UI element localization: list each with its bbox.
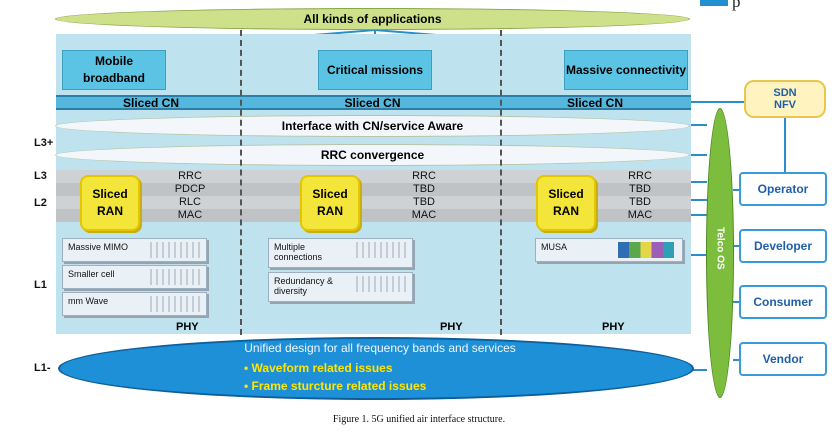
card-redundancy-diversity: Redundancy & diversity	[268, 272, 413, 302]
bottom-item-frame: • Frame sturcture related issues	[244, 379, 427, 393]
stripe-rrc	[56, 170, 691, 183]
card-decoration	[150, 242, 202, 258]
layer-label-l1minus: L1-	[34, 362, 51, 374]
protocol-tbd: TBD	[413, 196, 435, 208]
telco-os-ellipse	[706, 108, 734, 398]
side-box-developer: Developer	[739, 229, 827, 263]
sliced-cn-1: Sliced CN	[56, 95, 246, 110]
side-box-consumer: Consumer	[739, 285, 827, 319]
bottom-item-waveform: • Waveform related issues	[244, 361, 393, 375]
protocol-mac: MAC	[627, 209, 653, 221]
card-massive-mimo: Massive MIMO	[62, 238, 207, 262]
protocol-mac: MAC	[411, 209, 437, 221]
column-divider-2	[500, 30, 502, 335]
card-decoration	[356, 276, 408, 292]
musa-pattern	[618, 242, 674, 258]
sliced-cn-2: Sliced CN	[246, 95, 499, 110]
protocol-rrc: RRC	[628, 170, 652, 182]
stripe-pdcp	[56, 183, 691, 196]
protocol-tbd: TBD	[629, 196, 651, 208]
interface-ellipse: Interface with CN/service Aware	[55, 115, 690, 137]
card-decoration	[150, 269, 202, 285]
service-massive-connectivity: Massive connectivity	[564, 50, 688, 90]
stripe-mac	[56, 209, 691, 222]
phy-label-1: PHY	[176, 321, 199, 333]
card-musa: MUSA	[535, 238, 683, 262]
layer-label-l1: L1	[34, 279, 47, 291]
side-box-vendor: Vendor	[739, 342, 827, 376]
sliced-cn-3: Sliced CN	[499, 95, 691, 110]
sliced-ran-2: Sliced RAN	[300, 175, 360, 231]
phy-label-2: PHY	[440, 321, 463, 333]
layer-label-l2: L2	[34, 197, 47, 209]
protocol-rlc: RLC	[178, 196, 201, 208]
service-mobile-broadband: Mobile broadband	[62, 50, 166, 90]
card-multiple-connections: Multiple connections	[268, 238, 413, 268]
rrc-convergence-ellipse: RRC convergence	[55, 144, 690, 166]
card-mm-wave: mm Wave	[62, 292, 207, 316]
card-smaller-cell: Smaller cell	[62, 265, 207, 289]
column-divider-1	[240, 30, 242, 335]
nfv-label: NFV	[774, 99, 796, 111]
protocol-tbd: TBD	[413, 183, 435, 195]
sdn-label: SDN	[773, 87, 797, 99]
protocol-rrc: RRC	[178, 170, 202, 182]
layer-label-l3plus: L3+	[34, 137, 54, 149]
figure-caption: Figure 1. 5G unified air interface struc…	[332, 414, 506, 425]
protocol-pdcp: PDCP	[174, 183, 206, 195]
service-critical-missions: Critical missions	[318, 50, 432, 90]
protocol-tbd: TBD	[629, 183, 651, 195]
side-box-operator: Operator	[739, 172, 827, 206]
phy-label-3: PHY	[602, 321, 625, 333]
sdn-nfv-box: SDN NFV	[744, 80, 826, 118]
unified-design-title: Unified design for all frequency bands a…	[244, 341, 516, 355]
telco-os-label: Telco OS	[714, 226, 726, 270]
card-decoration	[150, 296, 202, 312]
applications-ellipse: All kinds of applications	[55, 8, 690, 30]
stripe-rlc	[56, 196, 691, 209]
corner-text: p	[732, 0, 741, 11]
sliced-ran-1: Sliced RAN	[80, 175, 140, 231]
unified-design-ellipse	[58, 337, 694, 400]
corner-mark	[700, 0, 728, 6]
protocol-rrc: RRC	[412, 170, 436, 182]
sliced-ran-3: Sliced RAN	[536, 175, 596, 231]
card-decoration	[356, 242, 408, 258]
protocol-mac: MAC	[177, 209, 203, 221]
layer-label-l3: L3	[34, 170, 47, 182]
